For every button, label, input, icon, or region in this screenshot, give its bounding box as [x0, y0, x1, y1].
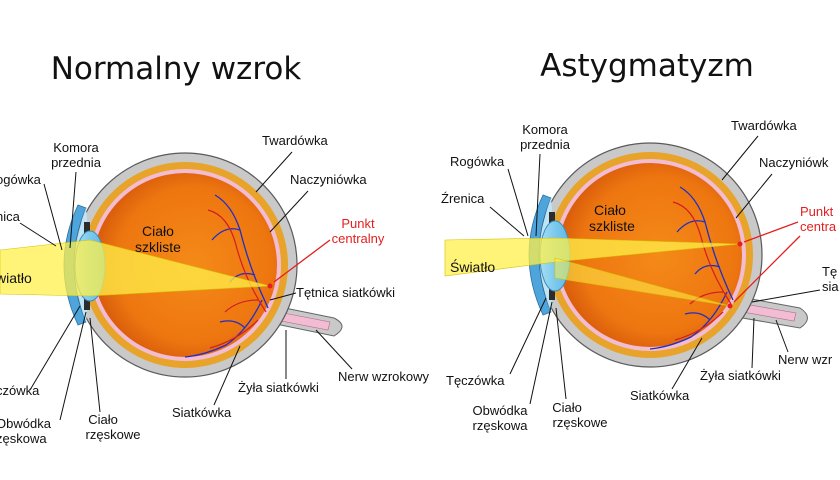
title-astigmatism: Astygmatyzm: [540, 48, 754, 84]
right-pointer-zrenica: [490, 207, 524, 236]
left-label-naczyniowka: Naczyniówka: [290, 172, 367, 187]
right-label-obwodka-2: rzęskowa: [473, 418, 529, 433]
right-focal-point-upper: [738, 242, 743, 247]
left-label-zrenica: nica: [0, 209, 21, 224]
right-pointer-zyla: [752, 318, 754, 368]
left-label-cialo-szkliste-1: Ciało: [142, 223, 174, 239]
left-label-punkt-2: centralny: [332, 231, 385, 246]
right-label-tetnica-2: sia: [822, 279, 839, 294]
left-label-cialo-rzeskowe-2: rzęskowe: [86, 427, 141, 442]
left-pointer-obwodka: [60, 312, 86, 420]
right-pointer-twardowka: [722, 136, 758, 180]
right-label-swiatlo: Światło: [450, 258, 495, 275]
left-label-zyla: Żyła siatkówki: [238, 380, 319, 395]
left-focal-point: [268, 284, 273, 289]
right-label-cialo-szkliste-1: Ciało: [594, 202, 626, 218]
left-label-teczowka: czówka: [0, 383, 40, 398]
left-label-tetnica: Tętnica siatkówki: [296, 285, 395, 300]
right-label-zrenica: Źrenica: [441, 191, 485, 206]
left-label-cialo-rzeskowe-1: Ciało: [88, 412, 118, 427]
left-label-komora-1: Komora: [53, 140, 99, 155]
right-label-komora-1: Komora: [522, 122, 568, 137]
right-label-cialo-rzeskowe-2: rzęskowe: [553, 415, 608, 430]
left-pointer-twardowka: [256, 152, 292, 192]
title-normal-vision: Normalny wzrok: [51, 51, 302, 87]
right-label-teczowka: Tęczówka: [446, 373, 505, 388]
right-label-tetnica-1: Tę: [822, 264, 837, 279]
left-pointer-teczowka: [30, 306, 80, 390]
left-label-rogowka: ogówka: [0, 172, 42, 187]
right-pointer-teczowka: [510, 298, 546, 374]
right-label-obwodka-1: Obwódka: [473, 403, 529, 418]
left-label-nerw: Nerw wzrokowy: [338, 369, 430, 384]
right-label-cialo-szkliste-2: szkliste: [589, 218, 635, 234]
left-label-twardowka: Twardówka: [262, 133, 329, 148]
left-label-obwodka-2: zęskowa: [0, 431, 47, 446]
right-label-twardowka: Twardówka: [731, 118, 798, 133]
right-label-cialo-rzeskowe-1: Ciało: [552, 400, 582, 415]
left-pointer-zrenica: [20, 223, 56, 246]
right-pointer-tetnica: [752, 290, 820, 302]
right-label-punkt-1: Punkt: [800, 204, 834, 219]
right-pointer-rogowka: [508, 169, 528, 236]
left-label-obwodka-1: Obwódka: [0, 416, 52, 431]
right-focal-point-lower: [728, 304, 733, 309]
left-label-punkt-1: Punkt: [341, 216, 375, 231]
right-pointer-obwodka: [530, 302, 552, 404]
right-label-zyla: Żyła siatkówki: [700, 368, 781, 383]
right-label-komora-2: przednia: [520, 137, 571, 152]
right-label-siatkowka: Siatkówka: [630, 388, 690, 403]
left-label-swiatlo: wiatło: [0, 270, 32, 286]
right-label-nerw: Nerw wzr: [778, 352, 833, 367]
left-label-cialo-szkliste-2: szkliste: [135, 239, 181, 255]
left-label-siatkowka: Siatkówka: [172, 405, 232, 420]
right-label-punkt-2: centra: [800, 219, 837, 234]
left-label-komora-2: przednia: [51, 155, 102, 170]
right-label-naczyniowka: Naczyniówk: [759, 155, 829, 170]
right-label-rogowka: Rogówka: [450, 154, 505, 169]
